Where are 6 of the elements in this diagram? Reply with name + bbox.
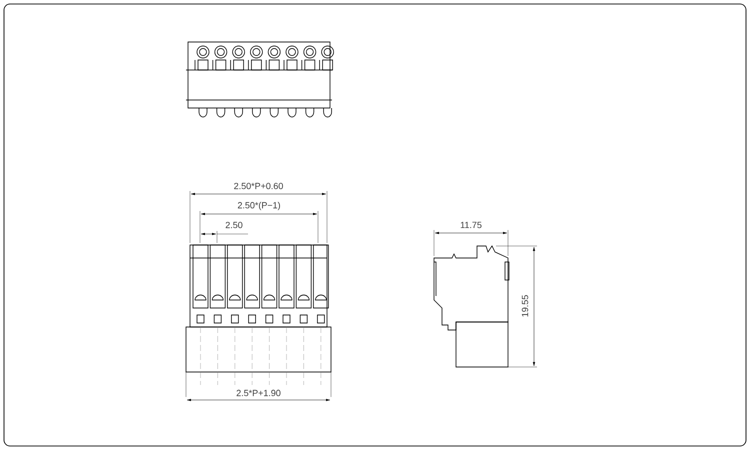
dimension-label: 2.50*(P−1)	[238, 202, 280, 210]
dimension-label: 2.5*P+1.90	[236, 390, 280, 396]
dimension-label: 11.75	[460, 222, 482, 228]
dimension-label: 19.55	[522, 295, 528, 317]
dimension-label: 2.50*P+0.60	[234, 182, 283, 190]
dimension-label: 2.50	[226, 222, 242, 228]
